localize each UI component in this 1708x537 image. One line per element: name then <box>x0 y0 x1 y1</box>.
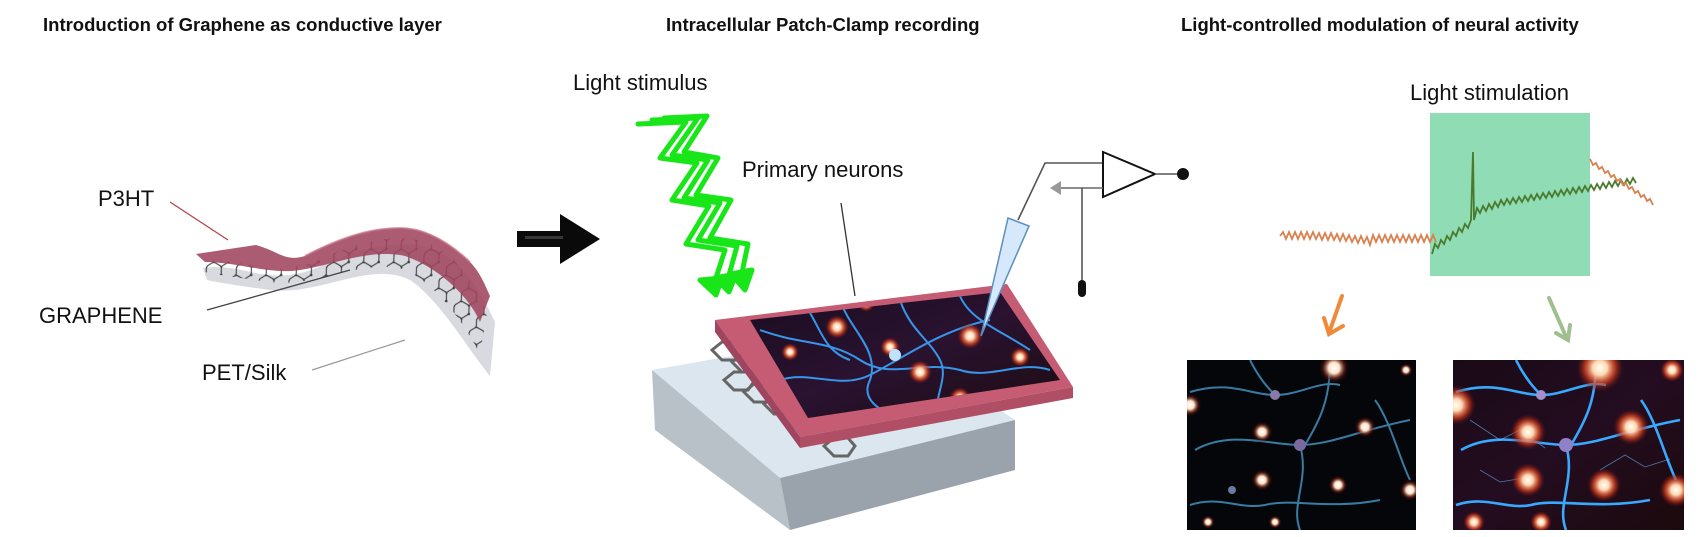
amplifier-icon <box>1017 150 1189 282</box>
ground-electrode-icon <box>1078 280 1086 297</box>
panel-title-modulation: Light-controlled modulation of neural ac… <box>1181 14 1579 35</box>
neuron-image-light <box>1453 360 1684 530</box>
label-primary-neurons: Primary neurons <box>742 157 904 182</box>
graphene-layer <box>200 238 487 354</box>
neurons-leader-line <box>840 202 856 297</box>
right-arrow-icon <box>517 214 600 264</box>
label-substrate: PET/Silk <box>202 360 287 385</box>
patch-pipette <box>980 216 1031 337</box>
p3ht-layer <box>196 228 490 322</box>
label-light-stimulation: Light stimulation <box>1410 80 1569 105</box>
neuron-image-dark <box>1187 360 1416 530</box>
stimulation-window <box>1430 113 1590 276</box>
substrate-leader-line <box>311 339 406 371</box>
panel-title-patch-clamp: Intracellular Patch-Clamp recording <box>666 14 980 35</box>
membrane-trace <box>1279 151 1654 255</box>
graphene-stack-illustration <box>196 226 495 376</box>
arrow-light-condition-icon <box>1547 296 1572 344</box>
label-graphene: GRAPHENE <box>39 303 163 328</box>
label-p3ht: P3HT <box>98 186 155 211</box>
graphene-leader-line <box>206 269 351 311</box>
arrow-dark-condition-icon <box>1322 294 1345 337</box>
label-light-stimulus: Light stimulus <box>573 70 708 95</box>
light-stimulus-icon <box>635 113 755 298</box>
p3ht-leader-line <box>169 201 229 241</box>
panel-title-graphene: Introduction of Graphene as conductive l… <box>43 14 442 35</box>
